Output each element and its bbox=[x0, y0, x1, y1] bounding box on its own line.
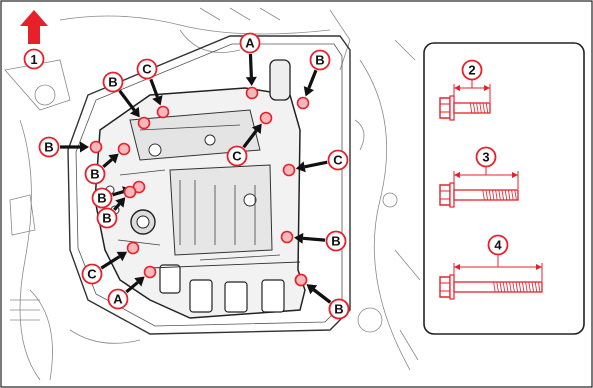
callout-circle bbox=[38, 136, 60, 158]
callout-b-10: B bbox=[96, 185, 137, 229]
callout-circle bbox=[309, 49, 331, 71]
bolt-size-number: 4 bbox=[494, 238, 502, 253]
bolt-size-4: 4 bbox=[439, 234, 543, 300]
bolt-marker bbox=[245, 86, 259, 100]
bolt-size-number-circle bbox=[475, 146, 497, 168]
bolt-size-number-circle bbox=[461, 59, 483, 81]
callout-circle bbox=[84, 163, 106, 185]
bolt-head bbox=[439, 97, 451, 119]
callout-arrow bbox=[242, 123, 262, 149]
bolt-marker bbox=[156, 105, 170, 119]
pan-gasket-inner bbox=[75, 43, 343, 327]
callout-circle bbox=[107, 288, 129, 310]
callout-b-15: B bbox=[294, 273, 350, 320]
callout-circle bbox=[136, 58, 158, 80]
callout-letter: C bbox=[87, 267, 97, 282]
callout-b-2: B bbox=[296, 49, 331, 110]
callout-circle bbox=[239, 32, 261, 54]
callout-c-7: C bbox=[226, 111, 273, 167]
callout-letter: B bbox=[102, 211, 111, 226]
svg-text:1: 1 bbox=[30, 52, 37, 67]
callout-letter: B bbox=[334, 302, 343, 317]
callout-c-3: C bbox=[136, 58, 170, 119]
bolt-marker bbox=[282, 163, 296, 177]
callout-circle bbox=[91, 187, 113, 209]
callout-arrow bbox=[102, 153, 119, 169]
bolt-marker bbox=[143, 265, 157, 279]
callout-arrow bbox=[306, 284, 332, 304]
bolt-size-number-circle bbox=[487, 234, 509, 256]
pan-gasket-outline bbox=[67, 35, 351, 335]
bolt-marker bbox=[123, 185, 137, 199]
callout-b-4: B bbox=[102, 71, 151, 130]
callout-arrow bbox=[149, 78, 163, 106]
bolt-size-3: 3 bbox=[439, 146, 519, 208]
callout-b-11: B bbox=[280, 230, 347, 252]
callout-letter: B bbox=[44, 140, 53, 155]
bolt-marker bbox=[280, 230, 294, 244]
callout-c-8: C bbox=[282, 149, 349, 177]
callout-letter: C bbox=[333, 153, 343, 168]
callout-arrow bbox=[303, 69, 318, 97]
callout-letter: C bbox=[142, 62, 152, 77]
callout-circle bbox=[327, 149, 349, 171]
bolt-size-number: 2 bbox=[468, 63, 475, 78]
bolt-head bbox=[439, 184, 451, 206]
callout-letter: A bbox=[245, 36, 255, 51]
callout-a-14: A bbox=[107, 265, 157, 310]
bolt-marker bbox=[259, 111, 273, 125]
direction-arrow bbox=[20, 10, 48, 44]
legend-box bbox=[423, 42, 585, 335]
bolt-marker bbox=[294, 273, 308, 287]
callout-circle bbox=[325, 230, 347, 252]
bolt-size-2: 2 bbox=[439, 59, 491, 121]
callout-letter: A bbox=[113, 292, 123, 307]
bolt-head bbox=[439, 276, 451, 298]
callout-circle bbox=[328, 298, 350, 320]
callout-arrow bbox=[60, 141, 89, 153]
callout-arrow bbox=[113, 197, 126, 211]
housing-background bbox=[4, 7, 421, 381]
bolt-marker bbox=[117, 142, 131, 156]
callout-arrow bbox=[245, 53, 257, 87]
callout-arrow bbox=[125, 276, 145, 294]
callout-circle bbox=[102, 71, 124, 93]
direction-marker-1: 1 bbox=[23, 48, 45, 70]
bolt-marker bbox=[126, 241, 140, 255]
callout-arrow bbox=[118, 89, 140, 118]
valve-body bbox=[94, 59, 306, 319]
callout-circle bbox=[81, 263, 103, 285]
callout-letter: B bbox=[108, 75, 117, 90]
callout-arrow bbox=[293, 232, 326, 244]
callout-arrow bbox=[295, 160, 328, 173]
callout-b-6: B bbox=[84, 142, 131, 185]
bolt-callouts: ABCBBBCCBBBBCAB bbox=[38, 32, 350, 320]
bolt-marker bbox=[296, 96, 310, 110]
callout-b-5: B bbox=[38, 136, 103, 158]
callout-letter: B bbox=[97, 191, 106, 206]
bolt-marker bbox=[137, 116, 151, 130]
callout-circle bbox=[226, 145, 248, 167]
callout-letter: B bbox=[315, 53, 324, 68]
bolt-marker bbox=[89, 140, 103, 154]
callout-letter: B bbox=[90, 167, 99, 182]
bolt-legend: 2 3 4 bbox=[423, 42, 585, 335]
callout-c-13: C bbox=[81, 241, 140, 285]
bolt-size-number: 3 bbox=[482, 150, 489, 165]
callout-letter: B bbox=[331, 234, 340, 249]
callout-a-1: A bbox=[239, 32, 261, 100]
callout-arrow bbox=[100, 251, 128, 270]
callout-circle bbox=[96, 207, 118, 229]
bolt-shank bbox=[453, 102, 491, 114]
callout-letter: C bbox=[232, 149, 242, 164]
